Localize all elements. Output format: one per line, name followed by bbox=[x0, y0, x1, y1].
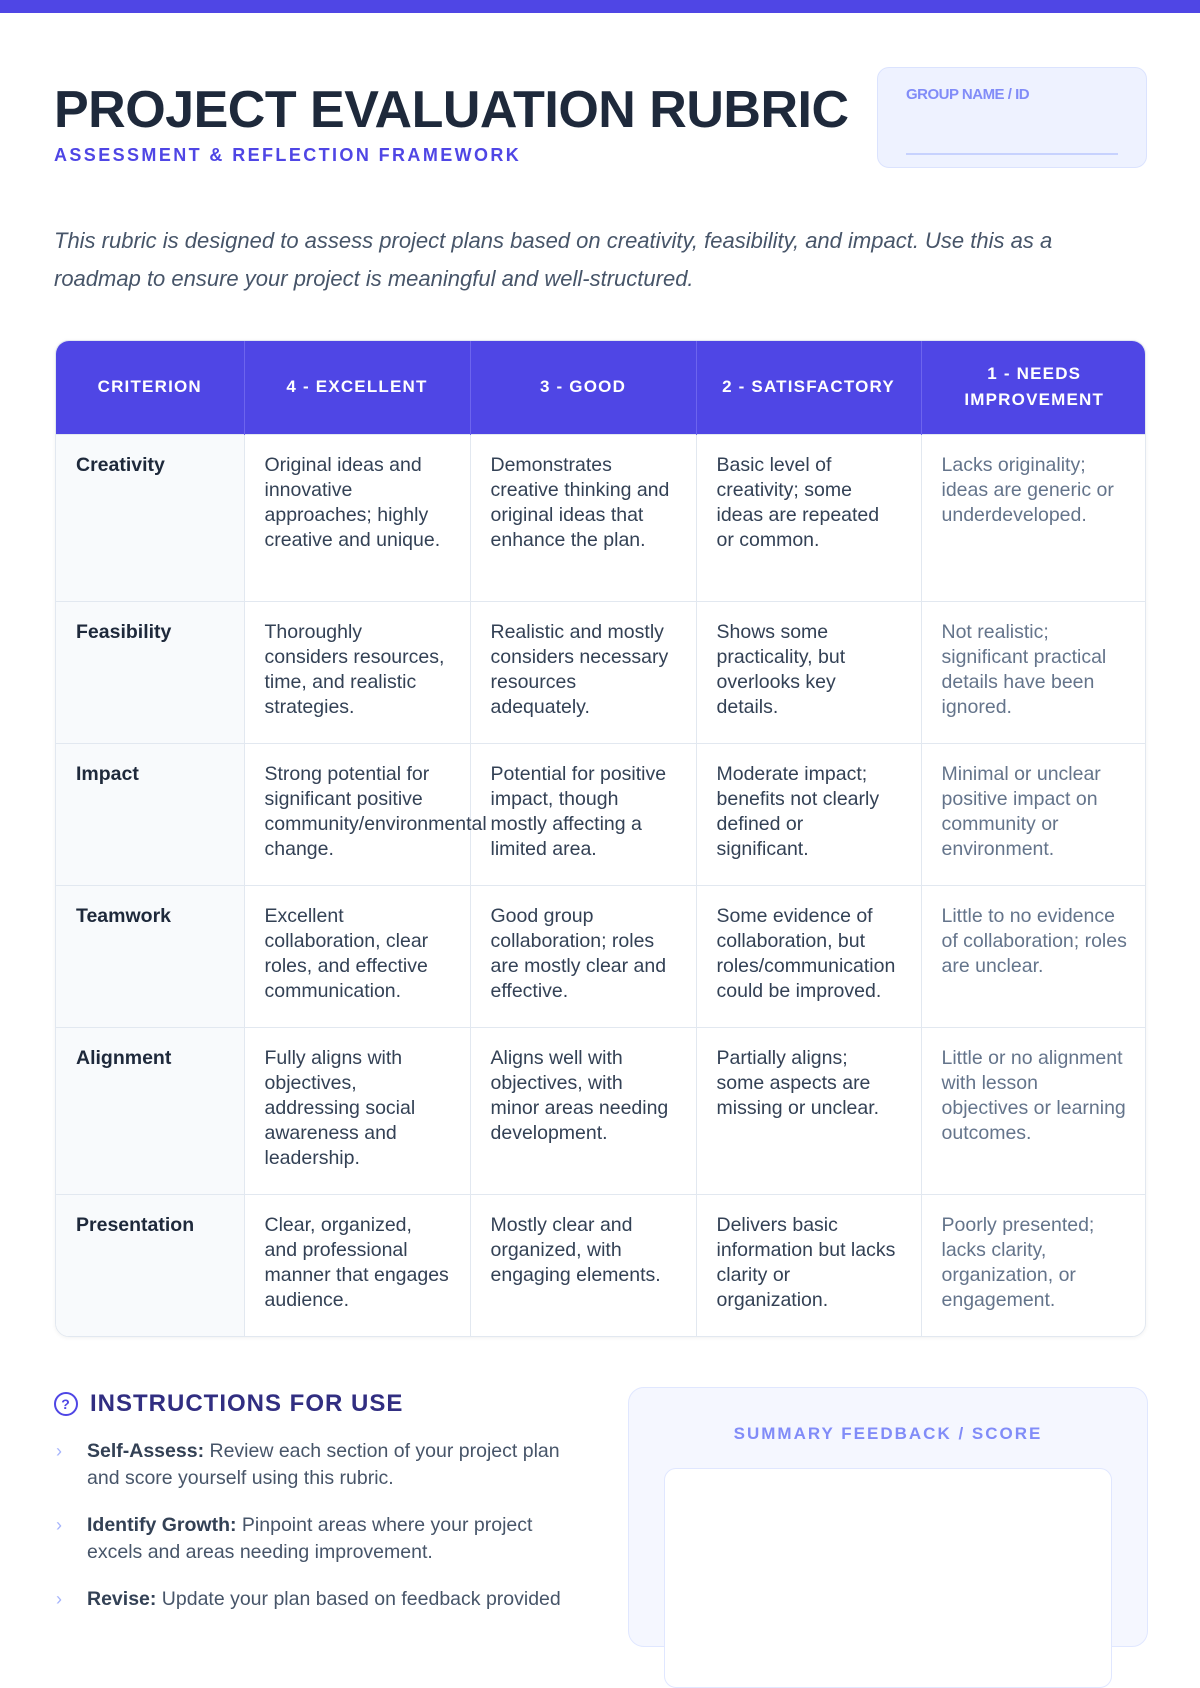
group-name-field[interactable]: GROUP NAME / ID bbox=[877, 67, 1147, 168]
rubric-cell: Good group collaboration; roles are most… bbox=[470, 884, 697, 1027]
summary-label: SUMMARY FEEDBACK / SCORE bbox=[733, 1424, 1043, 1443]
intro-text: This rubric is designed to assess projec… bbox=[54, 228, 1053, 291]
column-header: 2 - SATISFACTORY bbox=[696, 341, 922, 434]
rubric-cell: Original ideas and innovative approaches… bbox=[244, 433, 471, 601]
criterion-cell: Impact bbox=[56, 742, 245, 885]
chevron-right-icon: › bbox=[56, 1515, 62, 1535]
help-circle-icon: ? bbox=[54, 1392, 78, 1416]
rubric-cell: Some evidence of collaboration, but role… bbox=[696, 884, 922, 1027]
criterion-cell: Creativity bbox=[56, 433, 245, 601]
criterion-cell: Alignment bbox=[56, 1026, 245, 1194]
rubric-cell: Thoroughly considers resources, time, an… bbox=[244, 600, 471, 743]
instructions-title: INSTRUCTIONS FOR USE bbox=[90, 1390, 404, 1417]
rubric-cell: Basic level of creativity; some ideas ar… bbox=[696, 433, 922, 601]
column-header: CRITERION bbox=[56, 341, 245, 434]
column-header: 3 - GOOD bbox=[470, 341, 697, 434]
rubric-cell: Little or no alignment with lesson objec… bbox=[921, 1026, 1145, 1194]
rubric-cell: Delivers basic information but lacks cla… bbox=[696, 1193, 922, 1336]
column-header: 4 - EXCELLENT bbox=[244, 341, 471, 434]
item-bold: Identify Growth: bbox=[87, 1514, 237, 1536]
summary-feedback-panel: SUMMARY FEEDBACK / SCORE bbox=[628, 1387, 1148, 1688]
group-name-label: GROUP NAME / ID bbox=[906, 86, 1030, 103]
rubric-cell: Potential for positive impact, though mo… bbox=[470, 742, 697, 885]
rubric-cell: Lacks originality; ideas are generic or … bbox=[921, 433, 1145, 601]
rubric-cell: Clear, organized, and professional manne… bbox=[244, 1193, 471, 1336]
column-header: 1 - NEEDS IMPROVEMENT bbox=[921, 341, 1145, 434]
criterion-cell: Feasibility bbox=[56, 600, 245, 743]
rubric-table: CRITERION 4 - EXCELLENT 3 - GOOD 2 - SAT… bbox=[55, 340, 1146, 1337]
criterion-cell: Presentation bbox=[56, 1193, 245, 1336]
rubric-cell: Realistic and mostly considers necessary… bbox=[470, 600, 697, 743]
item-text: Pinpoint areas where your project excels… bbox=[87, 1514, 533, 1563]
list-item: › Identify Growth: Pinpoint areas where y… bbox=[54, 1512, 574, 1566]
rubric-cell: Little to no evidence of collaboration; … bbox=[921, 884, 1145, 1027]
top-accent-bar bbox=[0, 0, 1200, 13]
rubric-cell: Mostly clear and organized, with engagin… bbox=[470, 1193, 697, 1336]
chevron-right-icon: › bbox=[56, 1441, 62, 1461]
rubric-cell: Aligns well with objectives, with minor … bbox=[470, 1026, 697, 1194]
rubric-cell: Moderate impact; benefits not clearly de… bbox=[696, 742, 922, 885]
summary-feedback-input[interactable] bbox=[664, 1468, 1112, 1688]
group-name-input-line[interactable] bbox=[906, 153, 1118, 155]
rubric-cell: Excellent collaboration, clear roles, an… bbox=[244, 884, 471, 1027]
instructions-section: ? INSTRUCTIONS FOR USE › Self-Assess: Revi… bbox=[54, 1390, 574, 1613]
list-item: › Self-Assess: Review each section of you… bbox=[54, 1438, 574, 1492]
rubric-cell: Shows some practicality, but overlooks k… bbox=[696, 600, 922, 743]
item-bold: Self-Assess: bbox=[87, 1440, 205, 1462]
page-title: PROJECT EVALUATION RUBRIC bbox=[54, 81, 849, 139]
rubric-cell: Partially aligns; some aspects are missi… bbox=[696, 1026, 922, 1194]
rubric-cell: Strong potential for significant positiv… bbox=[244, 742, 487, 885]
page-subtitle: ASSESSMENT & REFLECTION FRAMEWORK bbox=[54, 145, 522, 165]
item-text: Update your plan based on feedback provi… bbox=[156, 1588, 561, 1610]
rubric-cell: Minimal or unclear positive impact on co… bbox=[921, 742, 1145, 885]
rubric-cell: Fully aligns with objectives, addressing… bbox=[244, 1026, 471, 1194]
item-bold: Revise: bbox=[87, 1588, 157, 1610]
criterion-cell: Teamwork bbox=[56, 884, 245, 1027]
item-text: Review each section of your project plan… bbox=[87, 1440, 560, 1489]
rubric-cell: Poorly presented; lacks clarity, organiz… bbox=[921, 1193, 1145, 1336]
rubric-cell: Not realistic; significant practical det… bbox=[921, 600, 1145, 743]
table-header-row: CRITERION 4 - EXCELLENT 3 - GOOD 2 - SAT… bbox=[56, 341, 1145, 434]
chevron-right-icon: › bbox=[56, 1589, 62, 1609]
rubric-cell: Demonstrates creative thinking and origi… bbox=[470, 433, 697, 601]
